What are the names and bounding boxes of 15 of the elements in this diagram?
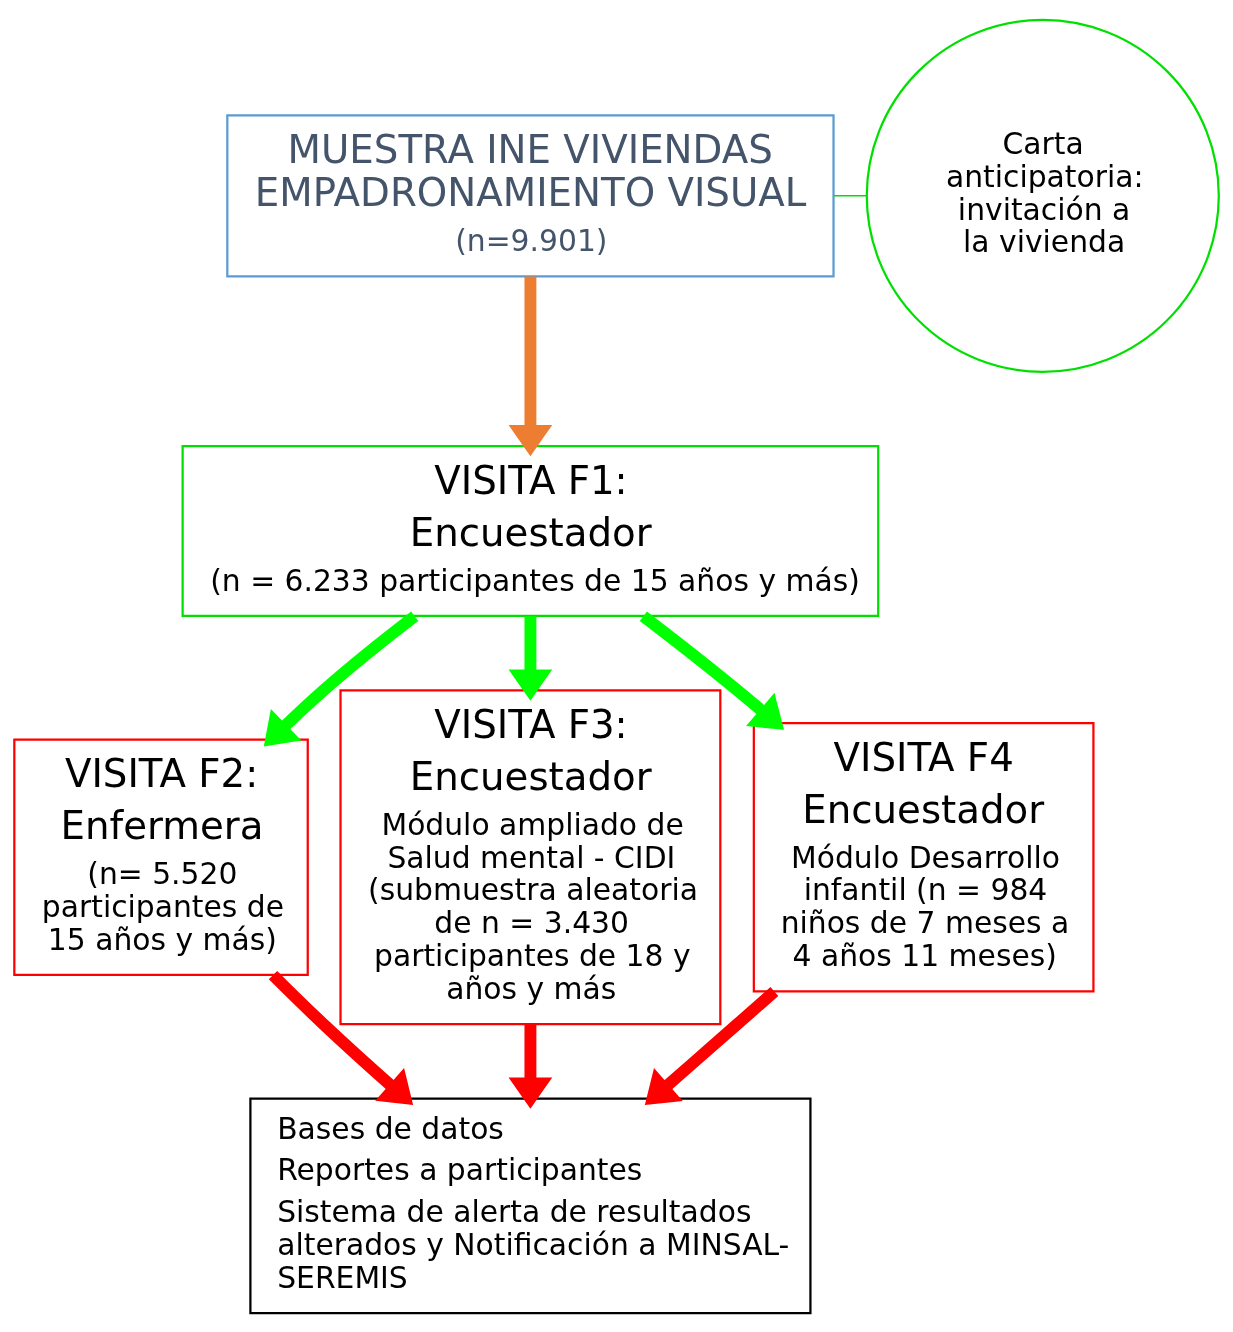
node-box: VISITA F1: Encuestador (n = 6.233 participantes de 15 años y más)	[181, 444, 880, 617]
node-box: VISITA F3: Encuestador Módulo ampliado de Salud mental - CIDI (submuestra aleatoria de n = 3.430 participantes de 18 y años y más	[339, 688, 722, 1025]
node-box: MUESTRA INE VIVIENDAS EMPADRONAMIENTO VISUAL (n=9.901)	[226, 113, 835, 277]
arrow	[644, 986, 779, 1105]
node-box: VISITA F4 Encuestador Módulo Desarrollo infantil (n = 984 niños de 7 meses a 4 años 11 meses)	[752, 721, 1095, 992]
arrow	[639, 611, 785, 730]
node-box: Bases de datos Reportes a participantes Sistema de alerta de resultados alterados y Notificación a MINSAL-SEREMIS	[249, 1096, 812, 1314]
arrow	[263, 610, 419, 747]
arrow	[508, 615, 553, 701]
arrow	[268, 970, 414, 1105]
node-circle: Carta anticipatoria: invitación a la vivienda	[865, 18, 1220, 373]
arrow	[508, 1023, 553, 1109]
node-box: VISITA F2: Enfermera (n= 5.520 participantes de 15 años y más)	[13, 738, 309, 976]
connector	[832, 194, 868, 197]
arrow	[508, 276, 553, 456]
